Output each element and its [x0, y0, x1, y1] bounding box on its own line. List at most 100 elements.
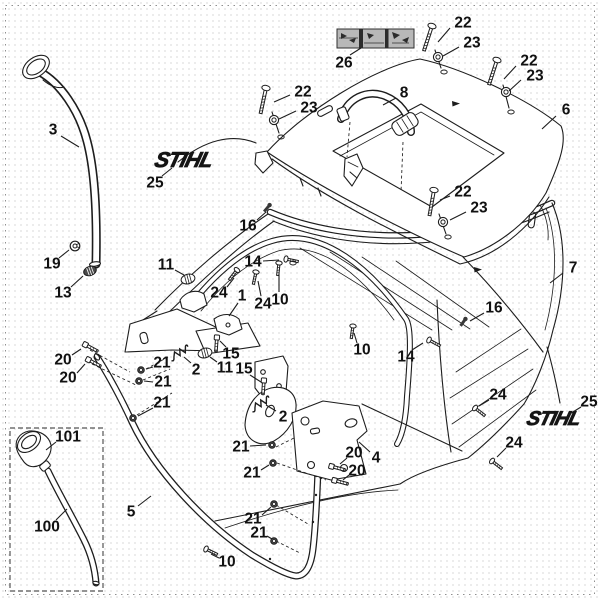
fabric-line — [329, 251, 453, 331]
leader-line — [260, 464, 270, 471]
callout-6-8: 6 — [541, 102, 571, 130]
lid-rim-edge — [271, 158, 550, 265]
callout-21-48: 21 — [250, 525, 273, 542]
fastener-washer — [268, 114, 280, 126]
callout-21-39: 21 — [232, 439, 267, 456]
fastener-bolt-cyl — [260, 377, 268, 396]
callout-label: 26 — [335, 55, 353, 72]
callout-20-32: 20 — [59, 363, 86, 387]
fastener-spring — [252, 395, 270, 413]
callout-1-18: 1 — [228, 288, 247, 317]
callout-label: 11 — [158, 257, 175, 274]
tube-cap — [22, 54, 50, 80]
bag-front-seam — [436, 299, 452, 453]
fastener-nut — [135, 377, 143, 385]
callout-21-30: 21 — [137, 395, 171, 417]
fastener-nut — [129, 414, 137, 422]
leader-line — [442, 46, 460, 57]
fastener-grommet — [180, 273, 196, 285]
callout-label: 22 — [294, 84, 311, 101]
callout-label: 10 — [271, 292, 288, 309]
callout-label: 21 — [153, 355, 171, 372]
leader-line — [70, 275, 84, 288]
leader-line — [567, 406, 582, 416]
fastener-hole — [277, 134, 285, 140]
leader-line — [503, 65, 517, 80]
callout-25-36: 25 — [567, 394, 598, 416]
left-bracket-assembly — [124, 290, 297, 445]
callout-label: 20 — [348, 463, 365, 480]
bag-right-edge-inner — [544, 207, 555, 331]
callout-label: 23 — [526, 68, 544, 85]
bag-bottom-right-edge — [467, 403, 525, 459]
fastener-nut — [137, 366, 145, 374]
leader-line — [145, 366, 154, 370]
fastener-spring — [171, 344, 189, 362]
leader-line — [226, 277, 235, 288]
leader-line — [496, 447, 507, 458]
callout-16-23: 16 — [469, 300, 503, 322]
callout-21-29: 21 — [143, 374, 172, 391]
leader-line — [137, 495, 152, 507]
grip-ferrule — [39, 460, 51, 472]
callout-label: 20 — [345, 445, 362, 462]
callout-label: 25 — [146, 175, 164, 192]
fastener-hole — [440, 69, 448, 75]
fastener-screw-small — [203, 545, 219, 557]
callout-15-24: 15 — [219, 340, 240, 363]
part-4-bracket — [291, 400, 368, 481]
fastener-washer — [437, 216, 449, 228]
leader-line — [266, 535, 273, 540]
leader-line — [45, 441, 57, 451]
leader-line — [342, 474, 350, 481]
callout-label: 10 — [218, 554, 235, 571]
callout-label: 2 — [279, 409, 288, 426]
label-pictograms — [341, 32, 409, 43]
callout-label: 22 — [454, 15, 471, 32]
callout-label: 22 — [520, 53, 537, 70]
leader-line — [508, 79, 522, 92]
callout-label: 5 — [127, 504, 136, 521]
callout-23-6: 23 — [278, 100, 318, 120]
bracket-plate-4 — [291, 400, 368, 481]
callout-26-4: 26 — [335, 47, 362, 72]
callout-label: 21 — [250, 525, 268, 542]
leader-line — [161, 167, 173, 177]
fastener-screw-small — [275, 260, 283, 277]
support-rod — [361, 403, 463, 452]
leader-line — [449, 211, 467, 221]
leader-line — [262, 259, 280, 262]
callout-label: 24 — [210, 285, 228, 302]
callout-label: 14 — [397, 349, 415, 366]
fastener-nut — [269, 459, 277, 467]
callout-21-47: 21 — [244, 506, 272, 528]
part-1-upper-frame — [189, 235, 463, 452]
callout-label: 21 — [232, 439, 250, 456]
fastener-bolt-cyl — [81, 341, 99, 353]
callout-label: 4 — [372, 450, 381, 467]
bag-slot — [527, 211, 537, 229]
rivet-dot — [314, 493, 318, 497]
leader-line — [174, 269, 185, 276]
leader-line — [358, 441, 371, 453]
rivet-dot — [268, 557, 272, 561]
callout-23-1: 23 — [442, 35, 481, 57]
callout-label: 8 — [400, 85, 409, 102]
callout-label: 23 — [300, 100, 318, 117]
callout-2-27: 2 — [183, 356, 200, 379]
callout-25-10: 25 — [146, 167, 173, 192]
fastener-hole — [289, 260, 297, 266]
callout-label: 15 — [222, 346, 240, 363]
lever-hole — [225, 322, 231, 328]
fabric-line — [395, 260, 490, 328]
callout-10-20: 10 — [271, 273, 289, 309]
callout-24-17: 24 — [210, 277, 235, 302]
callout-101-44: 101 — [45, 429, 81, 451]
leader-line — [76, 363, 86, 374]
leader-line — [439, 195, 451, 201]
callout-5-46: 5 — [127, 495, 152, 521]
callout-24-37: 24 — [496, 435, 523, 458]
callout-21-28: 21 — [145, 355, 171, 372]
fastener-screw-small — [227, 266, 241, 282]
